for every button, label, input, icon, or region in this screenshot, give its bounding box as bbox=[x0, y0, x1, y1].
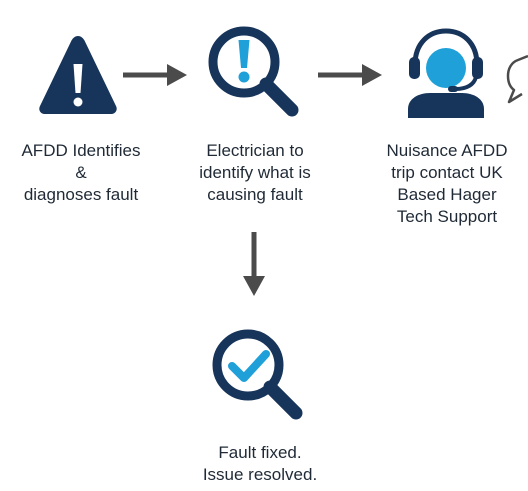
magnifier-checkmark-icon bbox=[212, 329, 303, 420]
label-line: Issue resolved. bbox=[202, 465, 318, 484]
warning-triangle-icon bbox=[39, 36, 117, 114]
warning-exclamation-dot bbox=[73, 97, 83, 107]
label-line: diagnoses fault bbox=[23, 185, 139, 204]
speech-bubble-icon bbox=[506, 54, 528, 104]
arrow-right-2 bbox=[318, 64, 382, 86]
step-label-electrician-identify: Electrician to identify what is causing … bbox=[180, 140, 330, 206]
step-label-fault-fixed: Fault fixed. Issue resolved. bbox=[180, 442, 340, 486]
arrow-down bbox=[243, 232, 265, 296]
warning-exclamation-bar bbox=[73, 64, 83, 93]
label-line: Tech Support bbox=[396, 207, 498, 226]
magnifier-handle bbox=[263, 380, 303, 420]
label-line: trip contact UK bbox=[391, 163, 503, 182]
label-line: AFDD Identifies bbox=[21, 141, 141, 160]
agent-body bbox=[408, 93, 484, 118]
label-line: Fault fixed. bbox=[218, 443, 302, 462]
label-line: Electrician to bbox=[206, 141, 304, 160]
arrow-right-1 bbox=[123, 64, 187, 86]
headset-right-cup bbox=[472, 57, 483, 79]
exclamation-dot bbox=[238, 71, 250, 83]
label-line: identify what is bbox=[199, 163, 311, 182]
label-line: causing fault bbox=[207, 185, 303, 204]
step-label-afdd-identifies: AFDD Identifies & diagnoses fault bbox=[0, 140, 162, 206]
headset-band bbox=[412, 28, 480, 66]
step-label-nuisance-trip: Nuisance AFDD trip contact UK Based Hage… bbox=[366, 140, 528, 228]
support-agent-headset-icon bbox=[408, 28, 484, 118]
label-line: Based Hager bbox=[397, 185, 497, 204]
magnifier-lens bbox=[212, 329, 284, 401]
agent-head bbox=[426, 48, 466, 88]
exclamation-bar bbox=[238, 40, 250, 68]
headset-mic-arm bbox=[455, 76, 478, 91]
magnifier-exclamation-icon bbox=[208, 26, 299, 117]
headset-mic bbox=[448, 86, 458, 92]
magnifier-handle bbox=[259, 77, 299, 117]
checkmark bbox=[228, 350, 270, 382]
headset-left-cup bbox=[409, 57, 420, 79]
label-line: Nuisance AFDD bbox=[386, 141, 508, 160]
magnifier-lens bbox=[208, 26, 280, 98]
label-line: & bbox=[75, 163, 87, 182]
